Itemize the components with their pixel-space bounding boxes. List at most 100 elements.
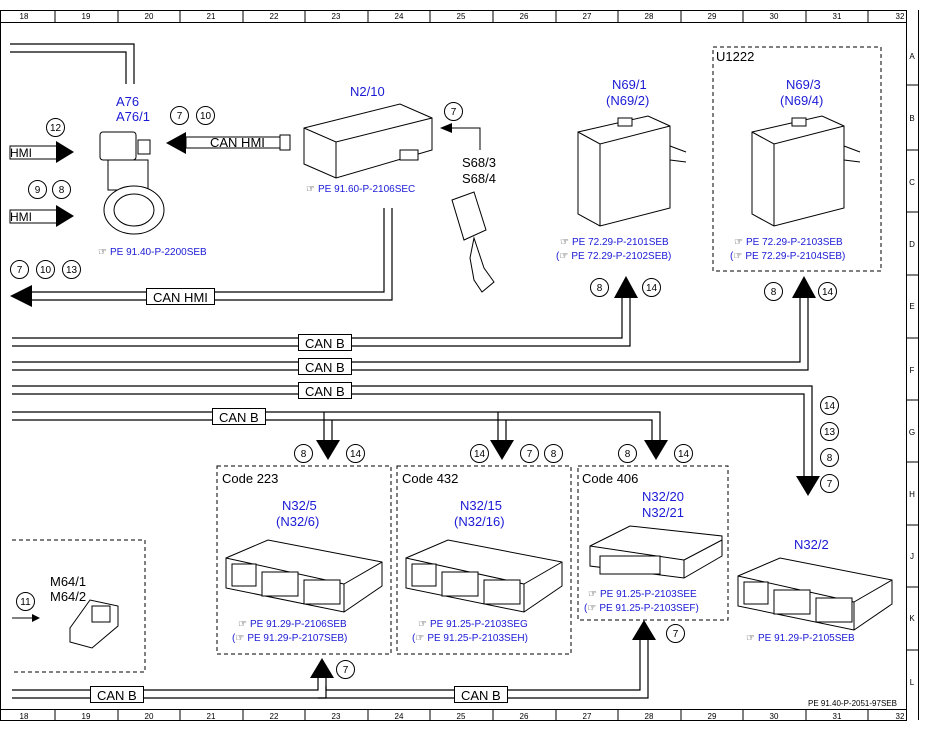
s68-device [451, 191, 495, 293]
n2-10-ref-text: PE 91.60-P-2106SEC [317, 184, 416, 195]
connector-circle: 14 [346, 444, 365, 463]
a76-feed-wire [10, 43, 135, 84]
n32-20-ref1-text: PE 91.25-P-2103SEE [599, 589, 697, 600]
m64-2-label: M64/2 [50, 589, 87, 604]
col-label: 19 [81, 712, 91, 721]
connector-circle: 7 [444, 102, 463, 121]
connector-circle: 7 [820, 474, 839, 493]
can-b-branch-wires [323, 412, 507, 442]
dashed-boxes [12, 46, 882, 673]
n69-1-ref1[interactable]: ☞PE 72.29-P-2101SEB [560, 238, 669, 248]
n69-3-device [751, 115, 861, 227]
connector-circle: 8 [294, 444, 313, 463]
n32-20-ref1[interactable]: ☞PE 91.25-P-2103SEE [588, 590, 697, 600]
u1222-label: U1222 [716, 49, 755, 64]
pointing-hand-icon: ☞ [560, 237, 569, 248]
row-label: F [909, 366, 915, 375]
can-hmi-top-wire [166, 132, 291, 154]
pointing-hand-icon: ☞ [98, 247, 107, 258]
connector-circle: 8 [52, 180, 71, 199]
col-label: 23 [331, 712, 341, 721]
col-label: 23 [331, 12, 341, 21]
connector-circle: 8 [820, 448, 839, 467]
col-label: 31 [832, 712, 842, 721]
n32-20-ref2[interactable]: (☞PE 91.25-P-2103SEF) [584, 604, 699, 614]
n32-15-ref2-text: PE 91.25-P-2103SEH) [427, 633, 528, 644]
a76-device [99, 131, 165, 235]
col-label: 29 [707, 712, 717, 721]
row-label: D [909, 240, 915, 249]
s68-4-label: S68/4 [462, 171, 496, 186]
n69-1-ref2[interactable]: (☞PE 72.29-P-2102SEB) [556, 252, 671, 262]
n32-15-ref2[interactable]: (☞PE 91.25-P-2103SEH) [412, 634, 528, 644]
can-hmi-bottom-wire [30, 208, 393, 301]
pointing-hand-icon: ☞ [733, 251, 743, 262]
s68-arrow [452, 127, 481, 150]
col-label: 27 [582, 12, 592, 21]
connector-circle: 13 [62, 260, 81, 279]
col-label: 26 [519, 712, 529, 721]
connector-circle: 8 [544, 444, 563, 463]
connector-circle: 13 [820, 422, 839, 441]
paren-open: ( [412, 633, 416, 644]
n32-2-label: N32/2 [794, 537, 829, 552]
n69-3-ref2[interactable]: (☞PE 72.29-P-2104SEB) [730, 252, 845, 262]
col-label: 24 [394, 712, 404, 721]
hmi-arrows [9, 141, 74, 227]
connector-circle: 7 [520, 444, 539, 463]
col-label: 26 [519, 12, 529, 21]
connector-circle: 14 [820, 396, 839, 415]
pointing-hand-icon: ☞ [734, 237, 743, 248]
row-label: E [909, 302, 915, 311]
n2-10-ref[interactable]: ☞PE 91.60-P-2106SEC [306, 185, 415, 195]
n69-1-ref2-text: PE 72.29-P-2102SEB) [571, 251, 672, 262]
m64-device [69, 599, 119, 649]
code-406-label: Code 406 [582, 471, 639, 486]
hmi-label: HMI [10, 210, 32, 224]
n32-5-ref1-text: PE 91.29-P-2106SEB [249, 619, 347, 630]
row-label: G [908, 428, 916, 437]
n32-5-ref1[interactable]: ☞PE 91.29-P-2106SEB [238, 620, 347, 630]
col-label: 20 [144, 12, 154, 21]
n32-2-device [737, 557, 893, 631]
col-label: 32 [895, 712, 905, 721]
paren-open: ( [556, 251, 560, 262]
m64-1-label: M64/1 [50, 574, 87, 589]
n69-1-device [577, 115, 687, 227]
n69-3-label: N69/3 [786, 77, 821, 92]
connector-circle: 10 [196, 106, 215, 125]
n2-10-label: N2/10 [350, 84, 385, 99]
n32-5-ref2[interactable]: (☞PE 91.29-P-2107SEB) [232, 634, 347, 644]
connector-circle: 9 [28, 180, 47, 199]
row-label: A [909, 52, 915, 61]
n32-2-ref[interactable]: ☞PE 91.29-P-2105SEB [746, 634, 855, 644]
n32-15-ref1[interactable]: ☞PE 91.25-P-2103SEG [418, 620, 528, 630]
n32-15-ref1-text: PE 91.25-P-2103SEG [429, 619, 528, 630]
row-ticks [906, 84, 918, 651]
n32-20-device [589, 525, 723, 579]
connector-circle: 14 [674, 444, 693, 463]
pointing-hand-icon: ☞ [746, 633, 755, 644]
pointing-hand-icon: ☞ [418, 619, 427, 630]
col-label: 21 [206, 712, 216, 721]
row-label: H [909, 490, 915, 499]
col-label: 24 [394, 12, 404, 21]
connector-circle: 8 [764, 282, 783, 301]
n69-3-ref1-text: PE 72.29-P-2103SEB [745, 237, 843, 248]
connector-circle: 14 [470, 444, 489, 463]
can-b-bus-label: CAN B [298, 358, 352, 375]
a76-ref[interactable]: ☞PE 91.40-P-2200SEB [98, 248, 207, 258]
pointing-hand-icon: ☞ [588, 589, 597, 600]
pointing-hand-icon: ☞ [238, 619, 247, 630]
col-label: 29 [707, 12, 717, 21]
col-label: 30 [769, 12, 779, 21]
n69-2-label: (N69/2) [606, 93, 650, 108]
can-b-bus-label: CAN B [298, 382, 352, 399]
col-label: 22 [269, 12, 279, 21]
n32-16-label: (N32/16) [454, 514, 505, 529]
n69-3-ref1[interactable]: ☞PE 72.29-P-2103SEB [734, 238, 843, 248]
column-ticks [54, 10, 869, 720]
document-reference: PE 91.40-P-2051-97SEB [808, 699, 897, 708]
